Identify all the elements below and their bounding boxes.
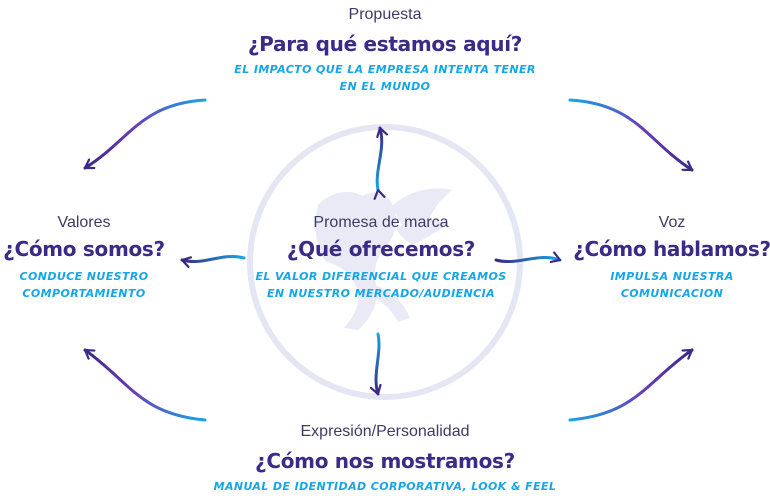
node-valores-label: Valores [57, 214, 111, 231]
arrow-promesa-to-voz [494, 257, 562, 261]
node-expresion-label: Expresión/Personalidad [300, 423, 470, 440]
node-valores: Valores ¿Cómo somos? CONDUCE NUESTRO COM… [3, 213, 165, 302]
node-voz-label: Voz [658, 214, 686, 231]
node-propuesta-label: Propuesta [348, 6, 422, 23]
node-voz-note: IMPULSA NUESTRA COMUNICACION [610, 270, 734, 300]
node-propuesta: Propuesta ¿Para qué estamos aquí? EL IMP… [234, 5, 535, 95]
arrow-promesa-propuesta [377, 126, 382, 190]
arrow-promesa-to-expresion [376, 332, 379, 396]
node-propuesta-question: ¿Para qué estamos aquí? [247, 32, 523, 56]
arrow-expresion-to-voz [568, 348, 694, 422]
arrow-expresion-to-valores [83, 348, 207, 422]
arrow-promesa-to-valores [180, 255, 246, 261]
node-voz: Voz ¿Cómo hablamos? IMPULSA NUESTRA COMU… [573, 213, 770, 302]
node-valores-note: CONDUCE NUESTRO COMPORTAMIENTO [19, 270, 149, 300]
node-expresion-question: ¿Cómo nos mostramos? [255, 449, 515, 473]
pegasus-logo-watermark-icon [315, 188, 452, 330]
node-promesa-question: ¿Qué ofrecemos? [286, 237, 476, 261]
arrow-propuesta-to-voz [568, 98, 694, 172]
node-voz-question: ¿Cómo hablamos? [573, 237, 770, 261]
node-propuesta-note: EL IMPACTO QUE LA EMPRESA INTENTA TENER … [234, 63, 536, 93]
node-promesa-label: Promesa de marca [313, 214, 449, 231]
node-expresion: Expresión/Personalidad ¿Cómo nos mostram… [214, 422, 557, 495]
node-promesa-note: EL VALOR DIFERENCIAL QUE CREAMOS EN NUES… [255, 270, 507, 300]
arrow-propuesta-to-valores [83, 98, 207, 170]
node-expresion-note: MANUAL DE IDENTIDAD CORPORATIVA, LOOK & … [213, 480, 557, 493]
node-valores-question: ¿Cómo somos? [3, 237, 165, 261]
node-promesa: Promesa de marca ¿Qué ofrecemos? EL VALO… [255, 213, 506, 302]
